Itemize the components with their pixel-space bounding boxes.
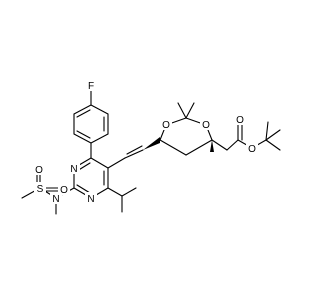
fluorine-label: F [88, 81, 94, 92]
chemical-structure: F O O O O N N N S O O [21, 79, 281, 215]
pyrimidine-nitrogen-bottom-label: N [87, 194, 94, 205]
pyrimidine-nitrogen-top-label: N [70, 164, 77, 175]
carbonyl-oxygen-label: O [236, 115, 244, 126]
stereo-wedges [143, 137, 214, 152]
sulfonyl-oxygen-right-label: O [60, 185, 68, 196]
dioxane-oxygen-left-label: O [162, 120, 170, 131]
atom-labels: F O O O O N N N S O O [33, 79, 258, 205]
ester-oxygen-label: O [248, 144, 256, 155]
dioxane-oxygen-right-label: O [202, 120, 210, 131]
amine-nitrogen-label: N [52, 194, 59, 205]
sulfonyl-oxygen-top-label: O [35, 165, 43, 176]
sulfur-label: S [37, 184, 44, 195]
